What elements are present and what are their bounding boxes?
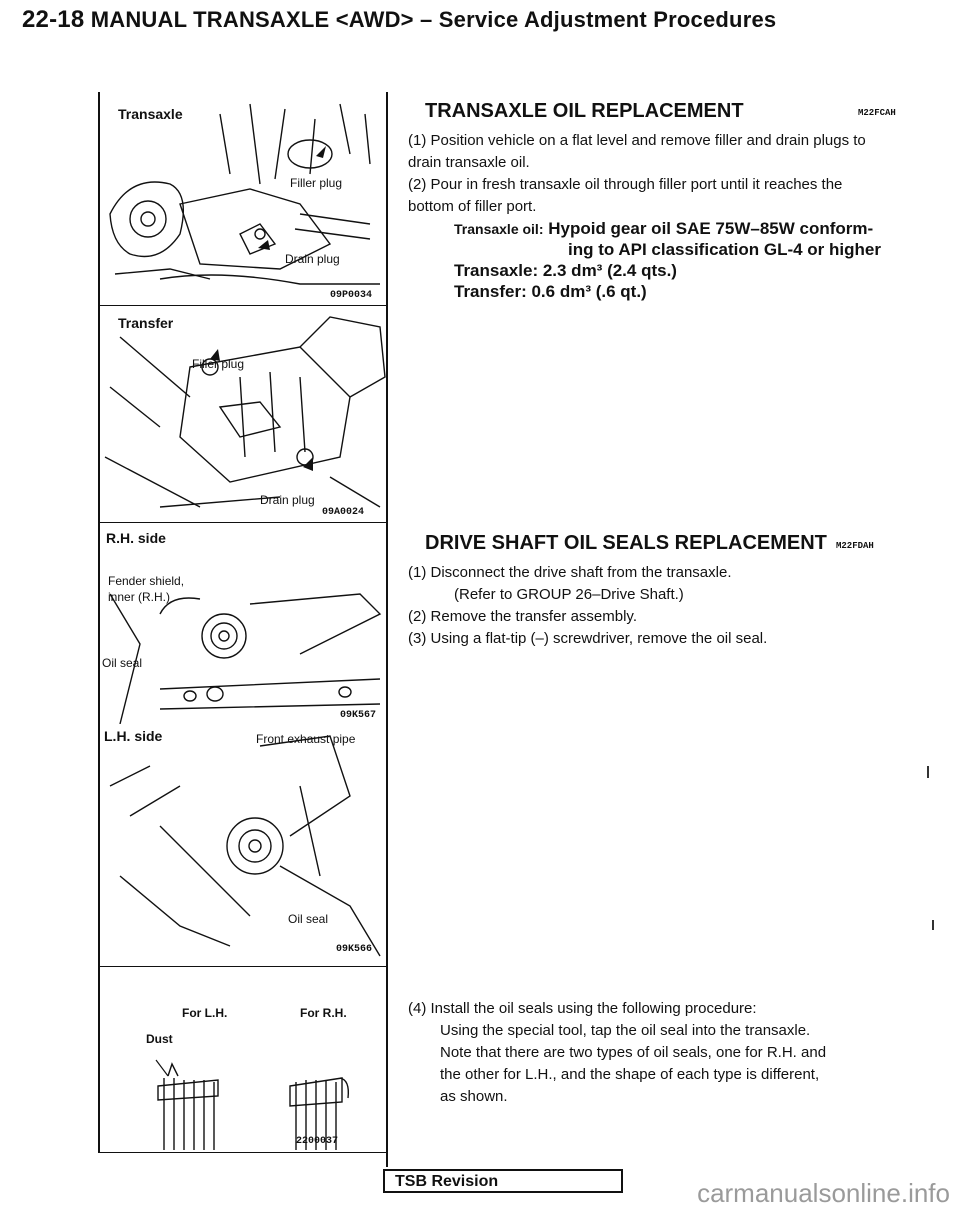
oil-capacity-transfer: Transfer: 0.6 dm³ (.6 qt.) — [454, 282, 647, 301]
lh-fig-code: 09K566 — [336, 944, 373, 955]
oil-step-1-num: (1) — [408, 132, 427, 149]
seals-section-code: M22FDAH — [836, 541, 874, 551]
figure-transfer: Transfer Filler plug Drain plug 09A0024 — [100, 307, 386, 521]
fig-divider-4 — [98, 1152, 388, 1153]
seals-step-4-line-b: Using the special tool, tap the oil seal… — [440, 1022, 811, 1039]
oil-step-2-num: (2) — [408, 176, 427, 193]
rh-fender-label: Fender shield, — [108, 574, 185, 588]
lh-oil-seal-label: Oil seal — [288, 912, 329, 926]
figure-rh-side: R.H. side Fender shield, inner (R.H.) Oi… — [100, 524, 386, 724]
seals-step-4-line-c: Note that there are two types of oil sea… — [440, 1044, 827, 1061]
seal-dust-label: Dust — [146, 1032, 173, 1046]
seals-step-4-line-d: the other for L.H., and the shape of eac… — [440, 1066, 820, 1083]
seals-step-3-num: (3) — [408, 630, 427, 647]
tsb-revision-box: TSB Revision — [383, 1169, 623, 1193]
transfer-label: Transfer — [118, 315, 174, 331]
seals-step-2: (2) Remove the transfer assembly. — [408, 606, 637, 628]
page-number: 22-18 — [22, 6, 85, 33]
transfer-fig-code: 09A0024 — [322, 507, 365, 518]
oil-spec-value-2: ing to API classification GL-4 or higher — [568, 240, 881, 259]
oil-spec-key: Transaxle oil: — [454, 221, 544, 237]
oil-section-code: M22FCAH — [858, 108, 896, 118]
rh-side-illustration — [109, 593, 382, 724]
transaxle-drain-label: Drain plug — [285, 252, 340, 266]
seals-step-4-num: (4) — [408, 1000, 427, 1017]
figure-seal-profiles: For L.H. For R.H. Dust 2200037 — [100, 968, 386, 1150]
figure-lh-side: L.H. side Front exhaust pipe Oil seal 09… — [100, 726, 386, 964]
seals-step-4-text: Install the oil seals using the followin… — [430, 1000, 757, 1017]
rh-side-label: R.H. side — [106, 530, 166, 546]
seals-step-3-text: Using a flat-tip (–) screwdriver, remove… — [430, 630, 768, 647]
transaxle-filler-label: Filler plug — [290, 176, 343, 190]
seals-step-1: (1) Disconnect the drive shaft from the … — [408, 562, 732, 584]
seals-step-2-text: Remove the transfer assembly. — [430, 608, 637, 625]
seal-fig-code: 2200037 — [296, 1136, 339, 1147]
transfer-illustration — [104, 316, 386, 508]
oil-step-2: (2) Pour in fresh transaxle oil through … — [408, 174, 888, 218]
rh-oil-seal-label: Oil seal — [102, 656, 143, 670]
oil-step-1-text: Position vehicle on a flat level and rem… — [408, 132, 866, 171]
fig-divider-1 — [98, 305, 388, 306]
oil-capacity-transaxle: Transaxle: 2.3 dm³ (2.4 qts.) — [454, 261, 677, 280]
rh-inner-label: inner (R.H.) — [108, 590, 171, 604]
seals-step-1-num: (1) — [408, 564, 427, 581]
transaxle-illustration — [109, 103, 380, 285]
oil-spec-value-1: Hypoid gear oil SAE 75W–85W conform- — [548, 219, 874, 238]
transaxle-label: Transaxle — [118, 106, 183, 122]
seals-step-1-text: Disconnect the drive shaft from the tran… — [430, 564, 732, 581]
oil-section-title: TRANSAXLE OIL REPLACEMENT — [425, 100, 744, 122]
oil-spec-line2: ing to API classification GL-4 or higher — [454, 239, 894, 260]
transaxle-fig-code: 09P0034 — [330, 290, 373, 301]
oil-step-2-text: Pour in fresh transaxle oil through fill… — [408, 176, 843, 215]
seals-step-1-ref: (Refer to GROUP 26–Drive Shaft.) — [454, 586, 684, 603]
seal-rh-label: For R.H. — [300, 1006, 347, 1020]
transfer-drain-label: Drain plug — [260, 493, 315, 507]
tsb-revision-label: TSB Revision — [395, 1173, 499, 1190]
lh-side-label: L.H. side — [104, 728, 163, 744]
page-header: 22-18 MANUAL TRANSAXLE <AWD> – Service A… — [22, 6, 776, 34]
scan-mark-1 — [927, 766, 929, 778]
scan-mark-2 — [932, 920, 934, 930]
rh-fig-code: 09K567 — [340, 710, 377, 721]
seals-step-4: (4) Install the oil seals using the foll… — [408, 998, 757, 1020]
seals-step-2-num: (2) — [408, 608, 427, 625]
lh-side-illustration — [109, 735, 381, 957]
seals-section-title: DRIVE SHAFT OIL SEALS REPLACEMENT — [425, 532, 827, 554]
figure-transaxle: Transaxle Filler plug Drain plug 09P0034 — [100, 94, 386, 304]
watermark: carmanualsonline.info — [697, 1178, 950, 1208]
fig-divider-2 — [98, 522, 388, 523]
oil-spec: Transaxle oil: Hypoid gear oil SAE 75W–8… — [454, 218, 894, 240]
page-title: MANUAL TRANSAXLE <AWD> – Service Adjustm… — [90, 7, 777, 32]
transfer-filler-label: Filler plug — [192, 357, 245, 371]
left-rule — [98, 92, 100, 1152]
oil-step-1: (1) Position vehicle on a flat level and… — [408, 130, 888, 174]
seal-profiles-illustration — [155, 1059, 350, 1150]
center-rule — [386, 92, 388, 1167]
seals-step-4-line-e: as shown. — [440, 1088, 508, 1105]
seal-lh-label: For L.H. — [182, 1006, 228, 1020]
lh-exhaust-label: Front exhaust pipe — [256, 732, 356, 746]
fig-divider-3 — [98, 966, 388, 967]
seals-step-3: (3) Using a flat-tip (–) screwdriver, re… — [408, 628, 767, 650]
